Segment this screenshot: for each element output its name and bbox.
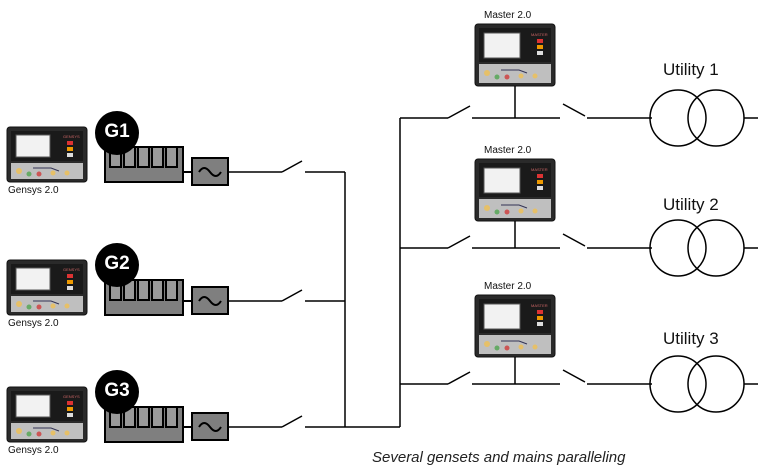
svg-text:MASTER: MASTER [531, 32, 548, 37]
utility-transformer-2 [649, 219, 745, 277]
svg-text:MASTER: MASTER [531, 303, 548, 308]
genset-badge-label-1: G1 [104, 121, 130, 142]
genset-badge-2 [95, 243, 139, 287]
genset-row-2: GENSYS [6, 243, 345, 316]
svg-text:GENSYS: GENSYS [63, 134, 80, 139]
mains-breaker-2a[interactable] [447, 235, 471, 249]
mains-breaker-1a[interactable] [447, 105, 471, 119]
utility-transformer-1 [649, 89, 745, 147]
master-label-1: Master 2.0 [484, 10, 532, 21]
gensys-controller-3: GENSYS [6, 386, 88, 443]
mains-breaker-3a[interactable] [447, 371, 471, 385]
mains-row-2: MASTER [400, 158, 758, 277]
utility-label-2: Utility 2 [663, 195, 719, 214]
genset-badge-3 [95, 370, 139, 414]
gensys-label-1: Gensys 2.0 [8, 185, 59, 196]
master-controller-2: MASTER [474, 158, 556, 222]
genset-row-1: GENSYS [6, 111, 345, 186]
engine-3 [104, 406, 192, 443]
svg-text:MASTER: MASTER [531, 167, 548, 172]
utility-label-1: Utility 1 [663, 60, 719, 79]
utility-label-3: Utility 3 [663, 329, 719, 348]
mains-row-3: MASTER [400, 294, 758, 413]
alternator-symbol-3: ~ [192, 413, 228, 440]
diagram-caption: Several gensets and mains paralleling [372, 449, 626, 466]
svg-text:GENSYS: GENSYS [63, 394, 80, 399]
genset-breaker-2[interactable] [281, 289, 303, 302]
gensys-label-2: Gensys 2.0 [8, 318, 59, 329]
genset-row-3: GENSYS [6, 370, 400, 443]
mains-row-1: MASTER [400, 23, 758, 147]
genset-badge-1 [95, 111, 139, 155]
genset-badge-label-3: G3 [104, 380, 130, 401]
gensys-controller-1: GENSYS [6, 126, 88, 183]
master-label-3: Master 2.0 [484, 281, 532, 292]
gensys-controller-2: GENSYS [6, 259, 88, 316]
alternator-1 [191, 157, 229, 186]
master-controller-1: MASTER [474, 23, 556, 87]
master-controller-3: MASTER [474, 294, 556, 358]
svg-text:GENSYS: GENSYS [63, 267, 80, 272]
master-label-2: Master 2.0 [484, 145, 532, 156]
alternator-symbol-2: ~ [192, 287, 228, 314]
genset-badge-label-2: G2 [104, 253, 130, 274]
utility-transformer-3 [649, 355, 745, 413]
alternator-symbol-1: ~ [192, 158, 228, 185]
gensys-label-3: Gensys 2.0 [8, 445, 59, 456]
genset-breaker-1[interactable] [281, 160, 303, 173]
mains-breaker-3b[interactable] [562, 369, 586, 383]
mains-breaker-1b[interactable] [562, 103, 586, 117]
genset-breaker-3[interactable] [281, 415, 303, 428]
mains-breaker-2b[interactable] [562, 233, 586, 247]
